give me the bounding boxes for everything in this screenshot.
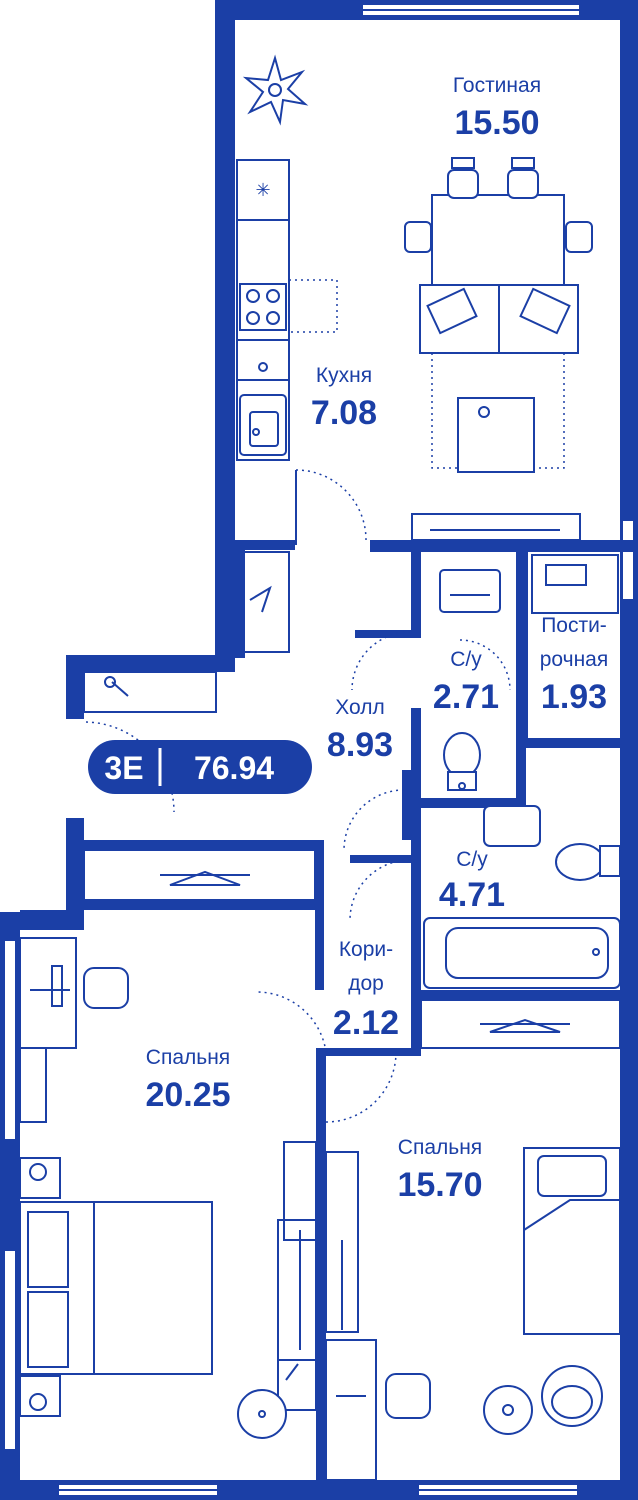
doors <box>85 469 511 1123</box>
vanity-left <box>237 1363 299 1439</box>
room-hall-area: 8.93 <box>327 726 393 764</box>
room-corridor-name-line2: дор <box>348 972 384 995</box>
room-bath-small-area: 2.71 <box>433 678 499 716</box>
hall-wardrobe <box>83 551 290 713</box>
room-kitchen: Кухня 7.08 <box>311 364 377 432</box>
room-bedroom-right-area: 15.70 <box>397 1166 482 1204</box>
room-living: Гостиная 15.50 <box>453 74 541 142</box>
room-laundry: Пости- рочная 1.93 <box>540 614 609 716</box>
room-bedroom-left: Спальня 20.25 <box>145 1046 230 1114</box>
windows <box>3 3 635 1497</box>
washing-machine-icon <box>531 554 619 614</box>
room-corridor-area: 2.12 <box>333 1004 399 1042</box>
coffee-table <box>457 397 535 473</box>
sink-icon <box>239 394 287 456</box>
armchair-right <box>483 1365 603 1435</box>
room-corridor: Кори- дор 2.12 <box>333 938 399 1042</box>
room-bedroom-left-area: 20.25 <box>145 1076 230 1114</box>
dining-table <box>404 157 593 286</box>
room-corridor-name-line1: Кори- <box>339 938 393 961</box>
unit-total-area: 76.94 <box>194 750 274 786</box>
toilet-icon <box>439 569 621 881</box>
room-bath-small-name: С/у <box>450 648 482 671</box>
room-kitchen-name: Кухня <box>316 364 372 387</box>
room-laundry-name-line2: рочная <box>540 648 609 671</box>
room-laundry-name-line1: Пости- <box>541 614 607 637</box>
room-living-name: Гостиная <box>453 74 541 97</box>
bed-right <box>523 1147 621 1335</box>
room-bath-large-area: 4.71 <box>439 876 505 914</box>
desk-left <box>19 937 129 1123</box>
room-living-area: 15.50 <box>454 104 539 142</box>
unit-badge: 3E 76.94 <box>88 740 312 794</box>
room-bath-large: С/у 4.71 <box>439 848 505 914</box>
room-bath-small: С/у 2.71 <box>433 648 499 716</box>
room-bedroom-right: Спальня 15.70 <box>397 1136 482 1204</box>
room-kitchen-area: 7.08 <box>311 394 377 432</box>
room-bath-large-name: С/у <box>456 848 488 871</box>
compass-rose-icon <box>242 54 309 126</box>
interior-walls <box>20 540 638 1480</box>
room-hall-name: Холл <box>335 696 385 719</box>
tv-stand <box>411 513 581 541</box>
bathtub-icon <box>423 917 621 989</box>
stove-icon <box>239 283 287 331</box>
unit-type: 3E <box>104 750 143 786</box>
bed-left <box>19 1157 213 1417</box>
room-hall: Холл 8.93 <box>327 696 393 764</box>
svg-text:✳: ✳ <box>255 180 270 200</box>
room-laundry-area: 1.93 <box>541 678 607 716</box>
desk-right <box>325 1339 431 1481</box>
kitchen-counter: ✳ <box>236 159 338 461</box>
hanger-icon <box>83 849 621 1049</box>
room-bedroom-right-name: Спальня <box>398 1136 482 1159</box>
wardrobe-between-bedrooms <box>277 1141 359 1411</box>
room-bedroom-left-name: Спальня <box>146 1046 230 1069</box>
